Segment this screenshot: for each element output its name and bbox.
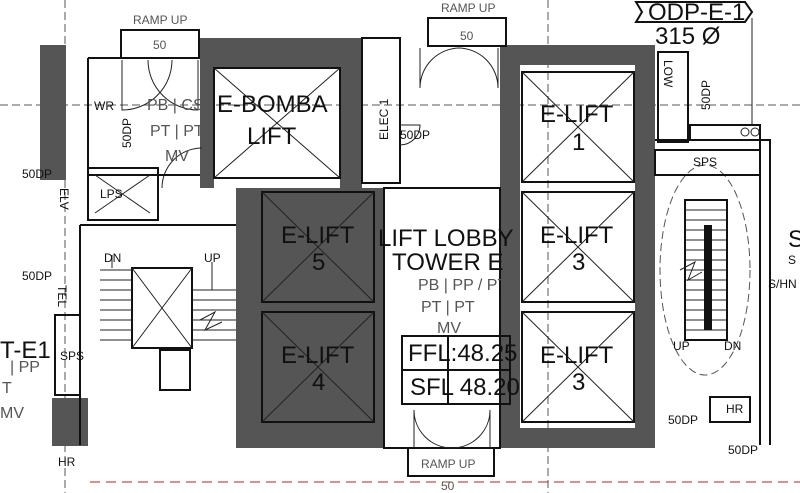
stair-left-up: UP bbox=[204, 251, 221, 265]
finish-left-line2: PT | PT bbox=[150, 123, 204, 140]
ramp-bottom-center-value: 50 bbox=[441, 479, 455, 493]
level-sfl: SFL 48.20 bbox=[410, 374, 520, 401]
wall-bomba-left bbox=[200, 38, 214, 188]
lps-room bbox=[87, 167, 159, 221]
lobby-title-line2: TOWER E bbox=[392, 249, 504, 276]
ramp-top-center-label: RAMP UP bbox=[441, 1, 495, 15]
lift-shaft-3a bbox=[521, 191, 635, 303]
lobby-finish-line2: PT | PT bbox=[421, 299, 475, 316]
lift-shaft-4 bbox=[261, 311, 375, 423]
sps-top-right bbox=[654, 149, 761, 176]
stair-left bbox=[100, 255, 236, 349]
lift-3a-line1: E-LIFT bbox=[540, 222, 614, 249]
lift-shaft-3b bbox=[521, 311, 635, 423]
odp-tag-label: ODP-E-1 bbox=[648, 0, 745, 26]
wr-label: WR bbox=[94, 99, 114, 113]
ramp-bottom-center-label: RAMP UP bbox=[421, 457, 475, 471]
ramp-top-left-label: RAMP UP bbox=[133, 13, 187, 27]
door-swing-bottom-left bbox=[413, 409, 453, 449]
door-swing-left-upper-a bbox=[121, 59, 173, 111]
dim-5: 50DP bbox=[22, 269, 52, 283]
finish-edge-line2: T bbox=[2, 380, 12, 397]
sps-left-label: SPS bbox=[60, 349, 84, 363]
edge-right-2: S bbox=[788, 253, 796, 267]
door-swing-top-left bbox=[419, 47, 461, 89]
finish-edge-line1: | PP bbox=[10, 359, 40, 376]
lift-3b-line2: 3 bbox=[572, 369, 585, 396]
wall-top-right bbox=[500, 45, 655, 65]
hr-right-label: HR bbox=[726, 402, 744, 416]
stair-right-up: UP bbox=[673, 339, 690, 353]
wall-left-upper bbox=[40, 45, 66, 180]
wall-left-lower bbox=[52, 398, 88, 446]
door-swing-top-right bbox=[457, 47, 499, 89]
lift-shaft-5 bbox=[261, 191, 375, 303]
dim-3: 50DP bbox=[699, 80, 713, 110]
door-swing-bottom-right bbox=[451, 409, 491, 449]
lps-label: LPS bbox=[100, 187, 123, 201]
odp-pipe-a bbox=[740, 127, 750, 137]
wall-lift-block-right-outer bbox=[635, 45, 655, 445]
edge-right-1: S bbox=[788, 226, 800, 253]
lift-5-line2: 5 bbox=[312, 249, 325, 276]
bomba-lift-line1: E-BOMBA bbox=[217, 91, 328, 118]
stair-right-dn: DN bbox=[724, 339, 741, 353]
dim-7: 50DP bbox=[728, 443, 758, 457]
level-ffl: FFL:48.25 bbox=[408, 340, 517, 367]
tel-label: TEL bbox=[55, 285, 69, 307]
dim-2: 50DP bbox=[400, 128, 430, 142]
lobby-finish-line1: PB | PP / PT bbox=[418, 277, 507, 294]
elec-room bbox=[361, 37, 401, 184]
sps-top-label: SPS bbox=[693, 155, 717, 169]
odp-pipe-b bbox=[750, 127, 760, 137]
bomba-lift-line2: LIFT bbox=[247, 123, 297, 150]
lobby-title-line1: LIFT LOBBY bbox=[378, 225, 514, 252]
door-swing-left-upper-b bbox=[147, 59, 199, 111]
elv-label: ELV bbox=[57, 188, 71, 210]
low-room bbox=[657, 51, 689, 143]
lift-shaft-1 bbox=[521, 71, 635, 183]
dim-6: 50DP bbox=[668, 413, 698, 427]
odp-box bbox=[689, 124, 761, 141]
odp-size-label: 315 Ø bbox=[655, 23, 720, 50]
wall-top-bomba bbox=[200, 38, 360, 68]
dim-4: 50DP bbox=[22, 167, 52, 181]
hr-right-box bbox=[709, 396, 751, 423]
lobby-finish-line3: MV bbox=[437, 320, 461, 337]
lift-1-line1: E-LIFT bbox=[540, 101, 614, 128]
lift-4-line1: E-LIFT bbox=[281, 342, 355, 369]
lift-4-line2: 4 bbox=[312, 369, 325, 396]
wall-lift-block-right-inner bbox=[500, 45, 520, 445]
ramp-top-left-value: 50 bbox=[153, 38, 167, 52]
dim-1: 50DP bbox=[120, 118, 134, 148]
lift-shaft-bomba bbox=[213, 67, 341, 179]
sps-left bbox=[54, 314, 81, 396]
lift-5-line1: E-LIFT bbox=[281, 222, 355, 249]
lift-3a-line2: 3 bbox=[572, 249, 585, 276]
ramp-top-center-value: 50 bbox=[460, 29, 474, 43]
stair-right bbox=[655, 130, 771, 445]
ramp-box-top-center bbox=[427, 17, 507, 47]
hr-left-label: HR bbox=[58, 455, 76, 469]
elec-label: ELEC 1 bbox=[377, 98, 391, 140]
lift-1-line2: 1 bbox=[572, 129, 585, 156]
finish-edge-line3: MV bbox=[0, 405, 24, 422]
finish-left-line1: PB | CS bbox=[147, 97, 204, 114]
finish-left-line3: MV bbox=[165, 148, 189, 165]
low-label: LOW bbox=[661, 60, 675, 88]
wall-bottom-right bbox=[500, 428, 655, 448]
door-swing-elec bbox=[399, 124, 421, 146]
door-swing-lps bbox=[161, 147, 203, 189]
odp-left-label: T-E1 bbox=[0, 337, 51, 364]
stair-left-landing bbox=[159, 349, 191, 391]
lps-cross-b bbox=[94, 174, 151, 214]
wall-lift-block-left bbox=[236, 188, 384, 448]
wall-bomba-right bbox=[340, 38, 362, 188]
lift-3b-line1: E-LIFT bbox=[540, 342, 614, 369]
odp-tag-shape bbox=[634, 0, 754, 23]
edge-right-3: S/HN bbox=[768, 277, 797, 291]
stair-left-dn: DN bbox=[104, 251, 121, 265]
